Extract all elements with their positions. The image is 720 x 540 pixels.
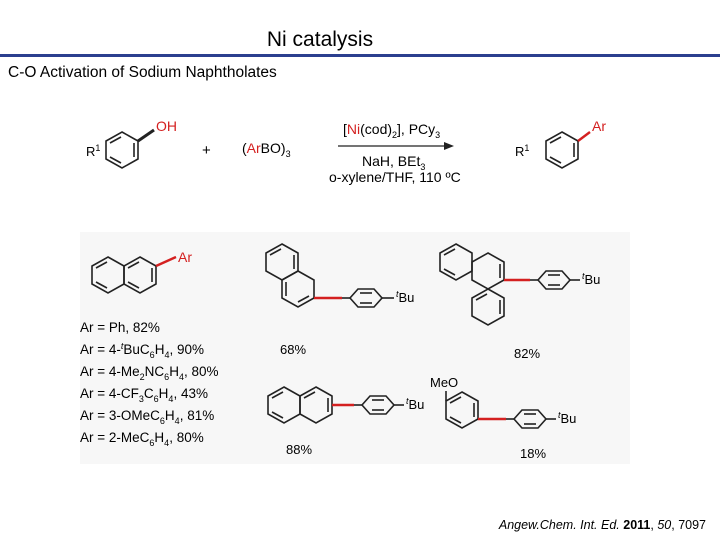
phenol-oh-label: OH xyxy=(156,118,177,134)
product-2-structure xyxy=(439,243,580,326)
slide-subtitle: C-O Activation of Sodium Naphtholates xyxy=(8,64,277,81)
condition-solvent: o-xylene/THF, 110 ºC xyxy=(329,169,461,185)
product-1-yield: 68% xyxy=(280,342,306,357)
yield-line-6: Ar = 2-MeC6H4, 80% xyxy=(80,430,204,448)
yield-line-3: Ar = 4-Me2NC6H4, 80% xyxy=(80,364,218,382)
yield-line-4: Ar = 4-CF3C6H4, 43% xyxy=(80,386,208,404)
phenol-r1-label: R1 xyxy=(86,143,100,159)
product-4-yield: 18% xyxy=(520,446,546,461)
product-1-structure xyxy=(265,243,394,308)
methoxy-label: MeO xyxy=(430,375,458,390)
tbu-label-4: tBu xyxy=(558,410,576,426)
phenol-ring xyxy=(105,131,139,169)
boroxine-reagent: (ArBO)3 xyxy=(242,140,291,159)
citation-volume: 50 xyxy=(657,518,672,532)
reaction-scheme: OH R1 + (ArBO)3 [Ni(cod)2], PCy3 NaH, BE… xyxy=(86,118,606,185)
product-3-yield: 88% xyxy=(286,442,312,457)
tbu-label-1: tBu xyxy=(396,289,414,305)
citation: Angew.Chem. Int. Ed. 2011, 50, 7097 xyxy=(498,518,706,532)
tbu-label-2: tBu xyxy=(582,271,600,287)
yield-line-2: Ar = 4-tBuC6H4, 90% xyxy=(80,341,204,360)
naphthyl-ar-label: Ar xyxy=(178,249,192,265)
plus-sign: + xyxy=(202,142,211,159)
yield-line-1: Ar = Ph, 82% xyxy=(80,320,160,335)
title-divider xyxy=(0,54,720,57)
tbu-label-3: tBu xyxy=(406,396,424,412)
product-r1-label: R1 xyxy=(515,143,529,159)
product-2-yield: 82% xyxy=(514,346,540,361)
citation-page: 7097 xyxy=(678,518,706,532)
citation-journal: Angew.Chem. Int. Ed. xyxy=(498,518,620,532)
naphthalene-structure xyxy=(91,256,157,294)
product-ar-label: Ar xyxy=(592,118,606,134)
product-4-structure xyxy=(445,391,556,429)
catalyst-label: [Ni(cod)2], PCy3 xyxy=(343,121,440,140)
condition-base: NaH, BEt3 xyxy=(362,153,425,172)
citation-year: 2011 xyxy=(623,518,651,532)
yield-line-5: Ar = 3-OMeC6H4, 81% xyxy=(80,408,214,426)
slide-title: Ni catalysis xyxy=(266,28,374,51)
substrate-scope: Ar Ar = Ph, 82% Ar = 4-tBuC6H4, 90% Ar =… xyxy=(80,232,630,464)
product-3-structure xyxy=(267,386,404,424)
